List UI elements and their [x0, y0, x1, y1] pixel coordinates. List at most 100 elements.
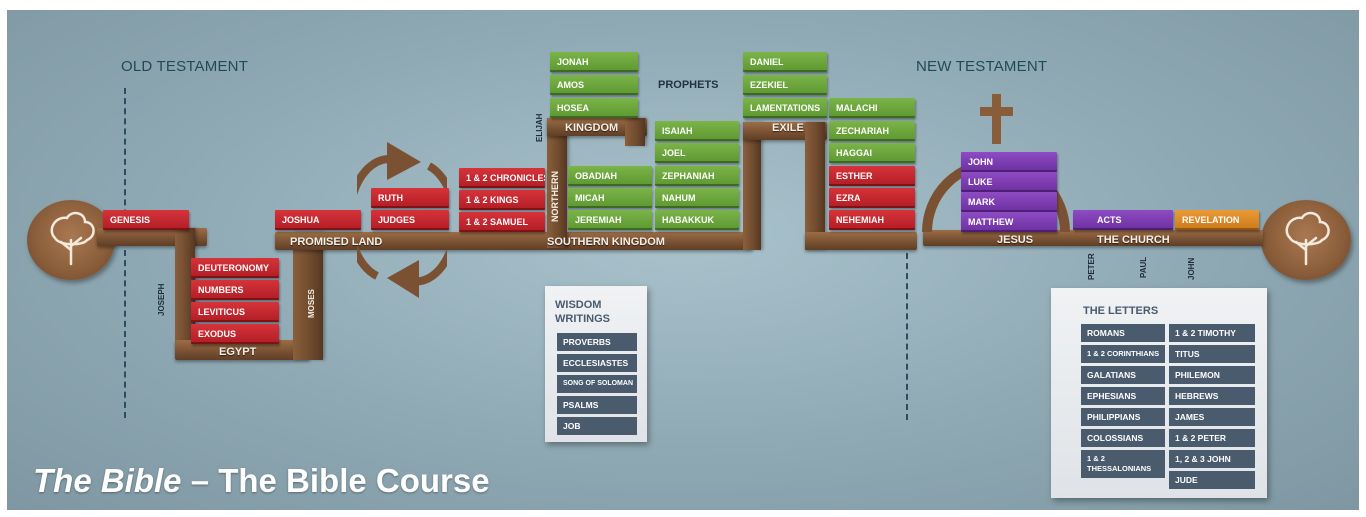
bible-timeline-scene: OLD TESTAMENT NEW TESTAMENT PROPHETS — [7, 10, 1359, 510]
path-northern-riser — [547, 118, 567, 248]
book-acts: ACTS — [1073, 210, 1173, 230]
book-samuel: 1 & 2 SAMUEL — [459, 212, 545, 232]
peter-label: PETER — [1087, 253, 1096, 280]
book-judges: JUDGES — [371, 210, 449, 230]
wisdom-title-line1: WISDOM — [555, 299, 602, 311]
path-northern-top — [547, 118, 647, 136]
book-kings: 1 & 2 KINGS — [459, 190, 545, 210]
path-egypt-right — [293, 232, 323, 360]
book-job: JOB — [557, 417, 637, 435]
book-philippians: PHILIPPIANS — [1081, 408, 1165, 426]
book-nahum: NAHUM — [655, 188, 739, 208]
book-jude: JUDE — [1169, 471, 1255, 489]
wisdom-writings-panel: WISDOM WRITINGS PROVERBS ECCLESIASTES SO… — [545, 286, 647, 442]
book-mark: MARK — [961, 192, 1057, 212]
book-philemon: PHILEMON — [1169, 366, 1255, 384]
book-chronicles: 1 & 2 CHRONICLES — [459, 168, 545, 188]
the-church-label: THE CHURCH — [1097, 234, 1170, 246]
kingdom-label: KINGDOM — [565, 122, 619, 134]
new-testament-divider — [906, 253, 908, 420]
joseph-label: JOSEPH — [157, 283, 166, 316]
book-song-of-solomon: SONG OF SOLOMAN — [557, 375, 637, 393]
book-micah: MICAH — [568, 188, 652, 208]
book-isaiah: ISAIAH — [655, 121, 739, 141]
book-leviticus: LEVITICUS — [191, 302, 279, 322]
prophets-heading: PROPHETS — [658, 79, 719, 91]
elijah-label: ELIJAH — [535, 113, 544, 142]
book-daniel: DANIEL — [743, 52, 827, 72]
book-exodus: EXODUS — [191, 324, 279, 344]
moses-label: MOSES — [307, 289, 316, 318]
letters-title: THE LETTERS — [1083, 305, 1159, 317]
path-new-testament — [923, 230, 1263, 246]
book-peter: 1 & 2 PETER — [1169, 429, 1255, 447]
path-northern-drop — [625, 118, 645, 146]
northern-label: NORTHERN — [550, 171, 560, 222]
book-jonah: JONAH — [550, 52, 638, 72]
book-james: JAMES — [1169, 408, 1255, 426]
letters-panel: THE LETTERS ROMANS 1 & 2 CORINTHIANS GAL… — [1051, 288, 1267, 498]
caption-rest: – The Bible Course — [181, 462, 490, 499]
book-habakkuk: HABAKKUK — [655, 210, 739, 230]
book-matthew: MATTHEW — [961, 212, 1057, 232]
book-proverbs: PROVERBS — [557, 333, 637, 351]
book-zephaniah: ZEPHANIAH — [655, 166, 739, 186]
book-hosea: HOSEA — [550, 98, 638, 118]
path-egypt-left — [175, 228, 195, 358]
book-deuteronomy: DEUTERONOMY — [191, 258, 279, 278]
book-esther: ESTHER — [829, 166, 915, 186]
book-hebrews: HEBREWS — [1169, 387, 1255, 405]
promised-land-label: PROMISED LAND — [290, 236, 383, 248]
book-numbers: NUMBERS — [191, 280, 279, 300]
book-amos: AMOS — [550, 75, 638, 95]
path-egypt-bottom — [175, 340, 310, 360]
book-joel: JOEL — [655, 143, 739, 163]
path-exile-right — [805, 122, 825, 250]
book-romans: ROMANS — [1081, 324, 1165, 342]
cycle-arrows-icon — [357, 142, 447, 298]
book-nehemiah: NEHEMIAH — [829, 210, 915, 230]
book-joshua: JOSHUA — [275, 210, 361, 230]
path-exile-left — [743, 122, 761, 250]
book-luke: LUKE — [961, 172, 1057, 192]
book-ruth: RUTH — [371, 188, 449, 208]
book-zechariah: ZECHARIAH — [829, 121, 915, 141]
book-malachi: MALACHI — [829, 98, 915, 118]
book-haggai: HAGGAI — [829, 143, 915, 163]
thessalonians-line2: THESSALONIANS — [1087, 464, 1152, 473]
book-timothy: 1 & 2 TIMOTHY — [1169, 324, 1255, 342]
book-genesis: GENESIS — [103, 210, 189, 230]
book-thessalonians: 1 & 2 THESSALONIANS — [1081, 450, 1165, 478]
book-john: JOHN — [961, 152, 1057, 172]
book-ephesians: EPHESIANS — [1081, 387, 1165, 405]
book-obadiah: OBADIAH — [568, 166, 652, 186]
old-testament-heading: OLD TESTAMENT — [121, 58, 249, 75]
thessalonians-line1: 1 & 2 — [1087, 454, 1105, 463]
path-promised-land — [275, 232, 753, 250]
caption: The Bible – The Bible Course — [33, 462, 490, 500]
book-jeremiah: JEREMIAH — [568, 210, 652, 230]
book-john-letters: 1, 2 & 3 JOHN — [1169, 450, 1255, 468]
book-ezra: EZRA — [829, 188, 915, 208]
book-corinthians: 1 & 2 CORINTHIANS — [1081, 345, 1165, 363]
book-revelation: REVELATION — [1175, 210, 1259, 230]
book-titus: TITUS — [1169, 345, 1255, 363]
old-testament-divider — [124, 88, 126, 418]
book-lamentations: LAMENTATIONS — [743, 98, 827, 118]
book-psalms: PSALMS — [557, 396, 637, 414]
john-apostle-label: JOHN — [1187, 257, 1196, 280]
new-testament-heading: NEW TESTAMENT — [916, 58, 1048, 75]
caption-italic: The Bible — [33, 462, 182, 499]
book-ezekiel: EZEKIEL — [743, 75, 827, 95]
southern-kingdom-label: SOUTHERN KINGDOM — [547, 236, 665, 248]
book-ecclesiastes: ECCLESIASTES — [557, 354, 637, 372]
tree-of-life-right — [1261, 200, 1351, 280]
path-post-exile — [805, 232, 917, 250]
jesus-label: JESUS — [997, 234, 1034, 246]
egypt-label: EGYPT — [219, 346, 257, 358]
cross-icon — [980, 94, 1013, 144]
paul-label: PAUL — [1139, 256, 1148, 278]
tree-icon — [1285, 211, 1330, 266]
tree-icon — [50, 211, 95, 266]
